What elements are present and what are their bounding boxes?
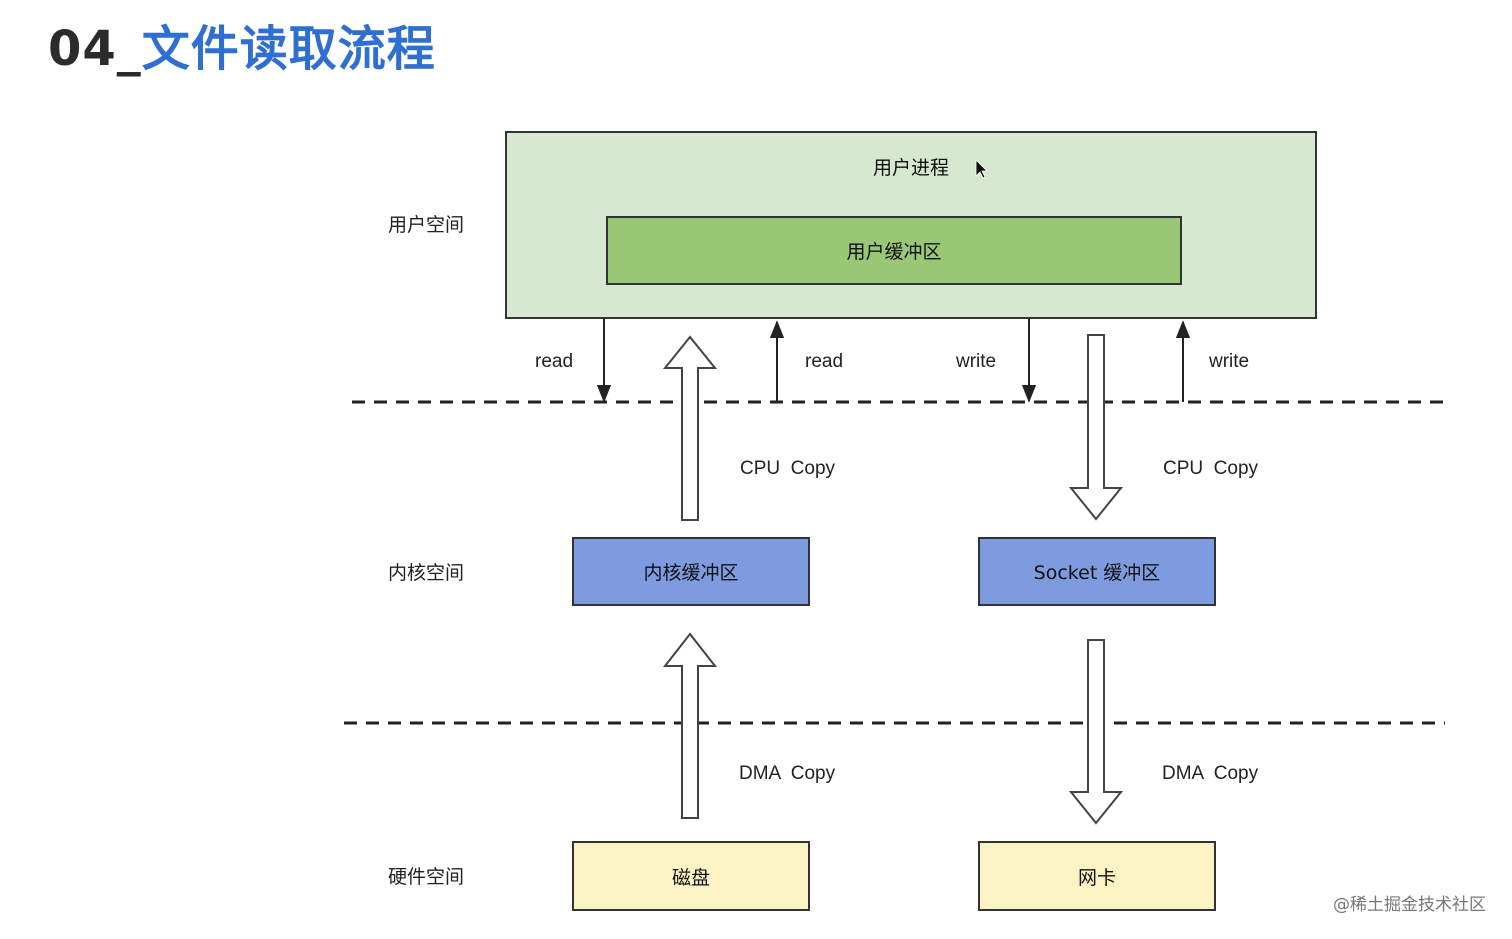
title-text: 文件读取流程 (141, 21, 436, 77)
kernel-space-label: 内核空间 (388, 562, 465, 584)
cpu-copy-left-label: CPU Copy (740, 458, 836, 479)
write-up-label: write (1209, 351, 1250, 372)
title-number: 04_ (48, 21, 142, 77)
read-up-label: read (805, 351, 844, 372)
dma-copy-right-label: DMA Copy (1162, 763, 1259, 784)
socket-buffer-box: Socket 缓冲区 (978, 537, 1216, 606)
nic-label: 网卡 (1077, 866, 1116, 889)
cpu-copy-right-label: CPU Copy (1163, 458, 1259, 479)
hardware-space-label: 硬件空间 (388, 866, 465, 888)
dma-copy-up-hollow-arrow (662, 632, 718, 819)
nic-box: 网卡 (978, 841, 1216, 911)
cpu-copy-up-hollow-arrow (662, 335, 718, 521)
mouse-cursor-icon (975, 159, 988, 179)
page-title: 04_文件读取流程 (48, 18, 436, 80)
footer-watermark: @稀土掘金技术社区 (1333, 895, 1486, 915)
kernel-buffer-label: 内核缓冲区 (643, 562, 739, 584)
read-down-label: read (535, 351, 574, 372)
disk-label: 磁盘 (671, 866, 710, 889)
user-process-label: 用户进程 (872, 157, 949, 179)
user-buffer-box: 用户缓冲区 (606, 216, 1182, 285)
cpu-copy-down-hollow-arrow (1068, 334, 1124, 521)
kernel-buffer-box: 内核缓冲区 (572, 537, 810, 606)
disk-box: 磁盘 (572, 841, 810, 911)
write-down-label: write (956, 351, 997, 372)
user-buffer-label: 用户缓冲区 (846, 241, 942, 263)
socket-buffer-label: Socket 缓冲区 (1033, 562, 1161, 584)
dma-copy-left-label: DMA Copy (739, 763, 836, 784)
user-space-label: 用户空间 (388, 214, 465, 236)
dma-copy-down-hollow-arrow (1068, 639, 1124, 825)
